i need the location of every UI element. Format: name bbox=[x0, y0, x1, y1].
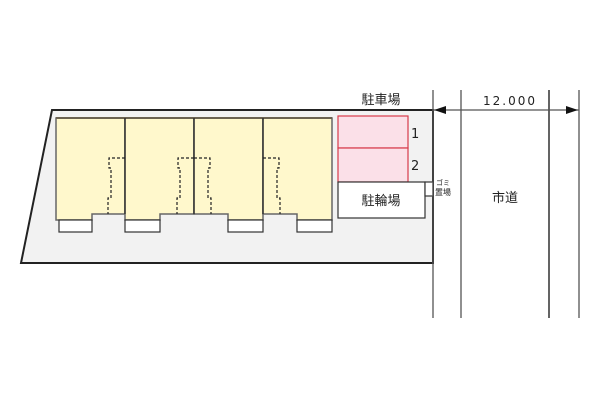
parking-space-1 bbox=[337, 115, 409, 149]
parking-space-2-label: 2 bbox=[411, 159, 419, 174]
road-lines bbox=[432, 90, 580, 318]
entrance-steps bbox=[58, 219, 333, 233]
parking-space-1-label: 1 bbox=[411, 127, 419, 142]
road-label: 市道 bbox=[492, 190, 518, 206]
stairs-dashed bbox=[107, 157, 281, 214]
unit-3 bbox=[193, 117, 264, 221]
arrow-left-icon bbox=[434, 106, 446, 114]
parking-space-2 bbox=[337, 147, 409, 183]
road-width-label: 12.000 bbox=[483, 94, 537, 108]
road-width-dimension bbox=[433, 106, 579, 114]
trash-area bbox=[424, 181, 434, 197]
unit-1 bbox=[55, 117, 126, 221]
unit-4 bbox=[262, 117, 333, 221]
bicycle-parking bbox=[337, 181, 426, 219]
trash-area-label-1: ゴミ bbox=[436, 178, 450, 187]
unit-2 bbox=[124, 117, 195, 221]
building bbox=[55, 117, 333, 221]
parking-area bbox=[337, 115, 409, 183]
trash-area-label-2: 置場 bbox=[435, 187, 451, 197]
parking-label: 駐車場 bbox=[361, 93, 400, 108]
bicycle-parking-label: 駐輪場 bbox=[361, 193, 400, 209]
arrow-right-icon bbox=[566, 106, 578, 114]
